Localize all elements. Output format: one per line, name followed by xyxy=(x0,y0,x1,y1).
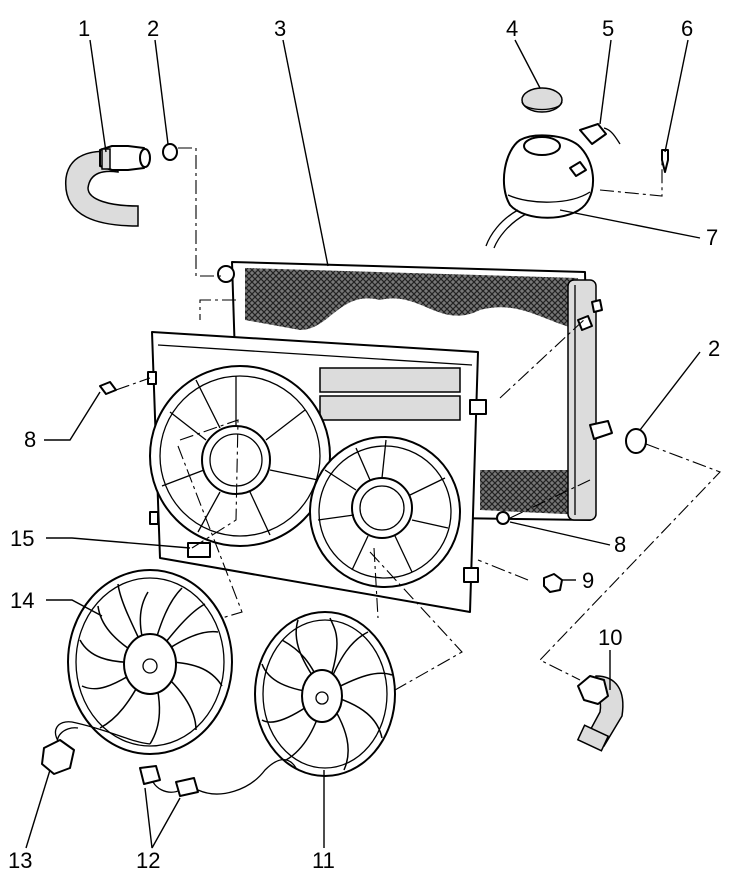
radiator-lower-outlet xyxy=(589,420,613,440)
connector-12a xyxy=(139,765,161,785)
coolant-expansion-tank xyxy=(485,134,595,249)
fan-connector-13 xyxy=(41,739,75,775)
callout-12: 12 xyxy=(136,848,160,873)
lower-coolant-hose xyxy=(576,675,624,752)
callout-9: 9 xyxy=(582,568,594,593)
o-ring-lower xyxy=(625,428,647,454)
radiator-upper-outlet xyxy=(217,265,235,283)
callout-13: 13 xyxy=(8,848,32,873)
callout-11: 11 xyxy=(312,848,335,873)
callout-7: 7 xyxy=(706,225,718,250)
large-fan xyxy=(67,569,233,755)
retaining-screw xyxy=(661,149,669,173)
nut xyxy=(543,573,563,593)
fan-shroud xyxy=(147,331,487,613)
callout-6: 6 xyxy=(681,16,693,41)
callout-5: 5 xyxy=(602,16,614,41)
o-ring-upper xyxy=(162,143,178,161)
callout-1: 1 xyxy=(78,16,90,41)
bolt-left xyxy=(99,381,117,395)
callout-15: 15 xyxy=(10,526,34,551)
callout-8-right: 8 xyxy=(614,532,626,557)
callout-14: 14 xyxy=(10,588,34,613)
callout-3: 3 xyxy=(274,16,286,41)
coolant-level-sensor xyxy=(579,123,621,145)
callout-labels: 1 2 3 4 5 6 7 2 8 8 9 10 11 12 13 14 15 xyxy=(8,16,720,873)
callout-2-upper: 2 xyxy=(147,16,159,41)
upper-coolant-hose xyxy=(65,145,151,227)
callout-8-left: 8 xyxy=(24,427,36,452)
callout-2-lower: 2 xyxy=(708,336,720,361)
callout-4: 4 xyxy=(506,16,518,41)
callout-10: 10 xyxy=(598,625,622,650)
expansion-tank-cap xyxy=(521,87,563,113)
leader-lines xyxy=(25,39,701,849)
assembly-lines xyxy=(115,147,721,691)
bolt-right xyxy=(496,511,510,525)
wiring-harness xyxy=(41,721,297,797)
connector-12b xyxy=(175,777,199,797)
small-fan xyxy=(254,611,396,777)
